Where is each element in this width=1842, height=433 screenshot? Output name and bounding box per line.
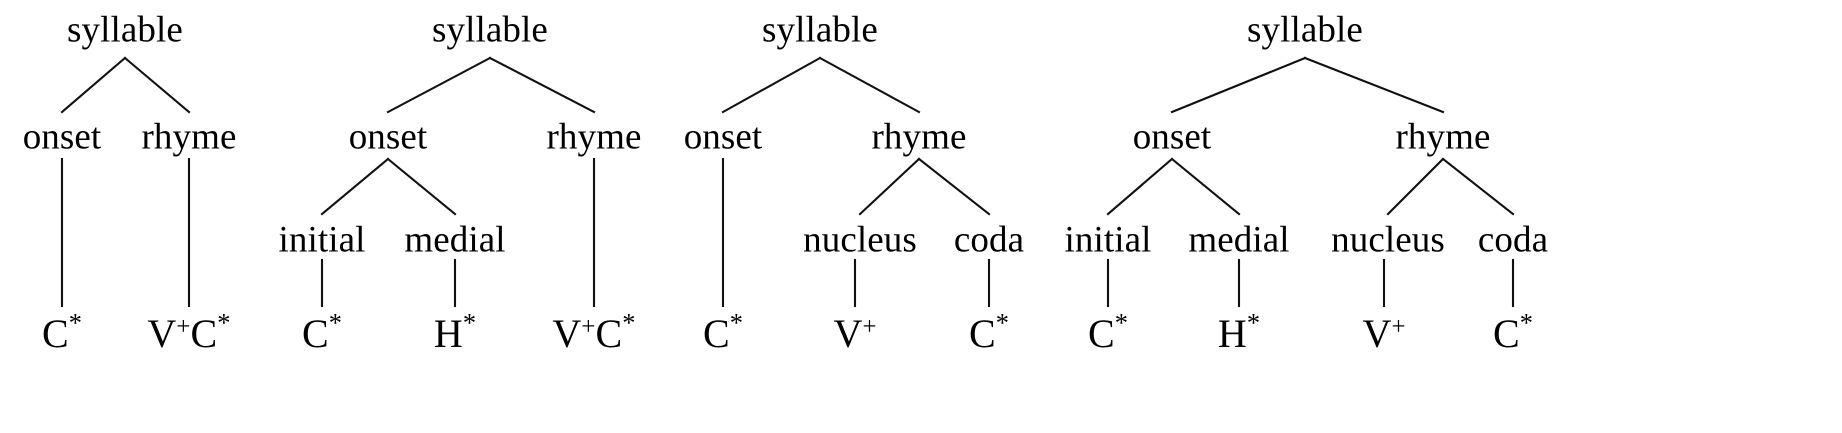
- edge-t2-onset-initial: [320, 157, 390, 216]
- edge-t4-rhyme-nucleus: [1386, 157, 1445, 216]
- tree-3-node-nucleus: nucleus: [803, 219, 917, 261]
- edge-t2-root-onset: [386, 56, 492, 114]
- tree-4-node-onset: onset: [1132, 116, 1212, 158]
- tree-1-node-syllable: syllable: [67, 9, 183, 51]
- tree-2-node-syllable: syllable: [432, 9, 548, 51]
- edge-t4-root-onset: [1170, 56, 1307, 114]
- tree-3-node-rhyme: rhyme: [871, 116, 967, 158]
- tree-3-leaf-coda: C*: [968, 307, 1010, 356]
- edge-t3-rhyme-coda: [917, 157, 991, 216]
- edge-t3-rhyme-nucleus: [858, 157, 921, 216]
- edge-t3-root-onset: [721, 56, 822, 114]
- tree-1-node-rhyme: rhyme: [141, 116, 237, 158]
- edge-t2-root-rhyme: [488, 56, 596, 114]
- tree-3-node-syllable: syllable: [762, 9, 878, 51]
- tree-4-leaf-initial: C*: [1087, 307, 1129, 356]
- tree-3-leaf-onset: C*: [702, 307, 744, 356]
- tree-2-leaf-initial: C*: [301, 307, 343, 356]
- tree-2-node-medial: medial: [404, 219, 506, 261]
- tree-4-node-syllable: syllable: [1247, 9, 1363, 51]
- tree-1-leaf-rhyme: V+C*: [147, 307, 231, 356]
- tree-2-node-initial: initial: [278, 219, 366, 261]
- edge-t4-onset-medial: [1170, 157, 1241, 216]
- tree-4-leaf-coda: C*: [1492, 307, 1534, 356]
- edge-t1-root-rhyme: [123, 56, 191, 114]
- tree-4-node-rhyme: rhyme: [1395, 116, 1491, 158]
- tree-4-node-medial: medial: [1188, 219, 1290, 261]
- tree-1-node-onset: onset: [22, 116, 102, 158]
- tree-2-leaf-medial: H*: [433, 307, 477, 356]
- tree-3-node-coda: coda: [953, 219, 1025, 261]
- tree-4-node-initial: initial: [1064, 219, 1152, 261]
- tree-4-node-nucleus: nucleus: [1331, 219, 1445, 261]
- tree-2-node-rhyme: rhyme: [546, 116, 642, 158]
- tree-4-leaf-medial: H*: [1217, 307, 1261, 356]
- edge-t3-root-rhyme: [818, 56, 921, 114]
- tree-2-node-onset: onset: [348, 116, 428, 158]
- edge-t1-root-onset: [60, 56, 127, 114]
- edge-t2-onset-medial: [386, 157, 457, 216]
- tree-4-leaf-nucleus: V+: [1362, 311, 1406, 356]
- edge-t4-rhyme-coda: [1441, 157, 1515, 216]
- edge-t4-root-rhyme: [1303, 56, 1445, 114]
- tree-2-leaf-rhyme: V+C*: [552, 307, 636, 356]
- tree-3-leaf-nucleus: V+: [833, 311, 877, 356]
- tree-4-node-coda: coda: [1477, 219, 1549, 261]
- edge-t4-onset-initial: [1106, 157, 1174, 216]
- tree-3-node-onset: onset: [683, 116, 763, 158]
- tree-1-leaf-onset: C*: [41, 307, 83, 356]
